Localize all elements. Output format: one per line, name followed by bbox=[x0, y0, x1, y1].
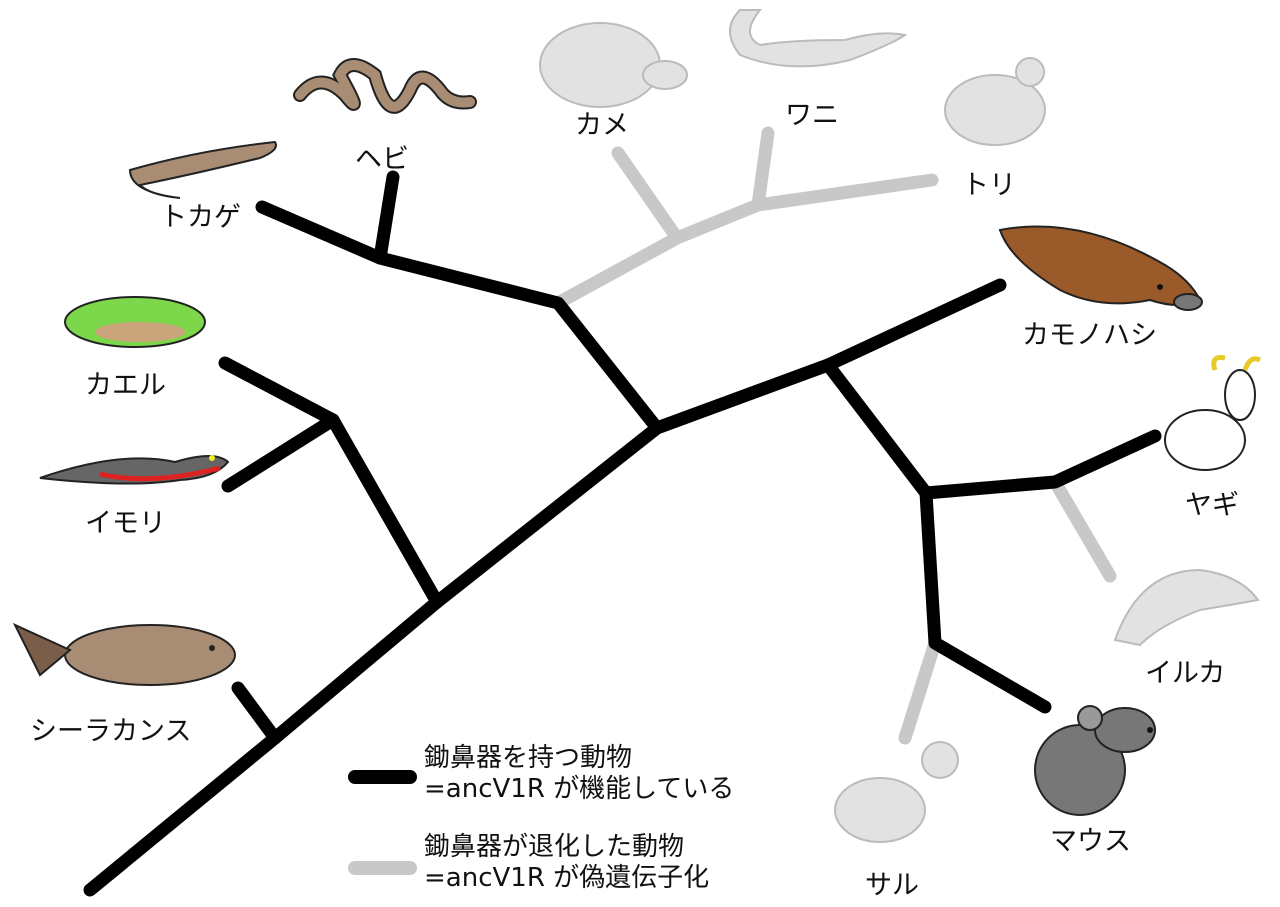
label-dolphin: イルカ bbox=[1145, 658, 1226, 689]
label-platypus: カモノハシ bbox=[1022, 320, 1157, 351]
degenerated-branches bbox=[551, 126, 1117, 745]
branch-coelacanth bbox=[231, 681, 282, 745]
coelacanth-illustration bbox=[12, 622, 236, 686]
dolphin-illustration bbox=[1113, 568, 1260, 647]
label-lizard: トカゲ bbox=[160, 202, 241, 233]
branch-frog bbox=[218, 356, 444, 609]
legend-degenerated-line1: 鋤鼻器が退化した動物 bbox=[424, 832, 685, 862]
branch-snake bbox=[373, 170, 400, 265]
label-goat: ヤギ bbox=[1185, 490, 1239, 521]
functional-branches bbox=[83, 170, 1162, 897]
legend-functional-line2: =ancV1R が機能している bbox=[424, 774, 735, 805]
branch-mouse bbox=[919, 486, 1052, 714]
snake-illustration bbox=[293, 58, 477, 114]
label-crocodile: ワニ bbox=[785, 100, 839, 131]
label-frog: カエル bbox=[85, 370, 166, 401]
newt-illustration bbox=[39, 455, 230, 485]
monkey-illustration bbox=[834, 741, 959, 843]
branch-bird bbox=[551, 173, 939, 310]
platypus-illustration bbox=[998, 225, 1203, 311]
branch-monkey bbox=[898, 636, 942, 745]
mouse-illustration bbox=[1034, 705, 1156, 816]
crocodile-illustration bbox=[729, 9, 908, 68]
label-turtle: カメ bbox=[575, 110, 629, 141]
label-mouse: マウス bbox=[1050, 826, 1131, 857]
label-bird: トリ bbox=[962, 170, 1016, 201]
branch-newt bbox=[221, 413, 340, 493]
legend-degenerated: 鋤鼻器が退化した動物 =ancV1R が偽遺伝子化 bbox=[424, 832, 709, 894]
label-coelacanth: シーラカンス bbox=[30, 716, 192, 747]
legend-functional-line1: 鋤鼻器を持つ動物 bbox=[424, 743, 633, 773]
label-monkey: サル bbox=[865, 870, 919, 901]
branch-turtle bbox=[611, 146, 684, 245]
branch-trunk bbox=[83, 278, 1007, 897]
chicken-illustration bbox=[944, 57, 1046, 146]
turtle-illustration bbox=[539, 22, 688, 108]
branch-dolphin bbox=[1048, 475, 1117, 583]
frog-illustration bbox=[64, 296, 206, 348]
label-snake: ヘビ bbox=[355, 144, 409, 175]
branch-crocodile bbox=[751, 126, 775, 212]
branch-goat bbox=[821, 358, 1162, 500]
label-newt: イモリ bbox=[85, 508, 166, 539]
lizard-illustration bbox=[128, 140, 277, 199]
branch-lizard bbox=[255, 200, 664, 435]
legend-functional: 鋤鼻器を持つ動物 =ancV1R が機能している bbox=[424, 743, 734, 805]
goat-illustration bbox=[1164, 355, 1262, 471]
legend-degenerated-line2: =ancV1R が偽遺伝子化 bbox=[424, 863, 710, 894]
